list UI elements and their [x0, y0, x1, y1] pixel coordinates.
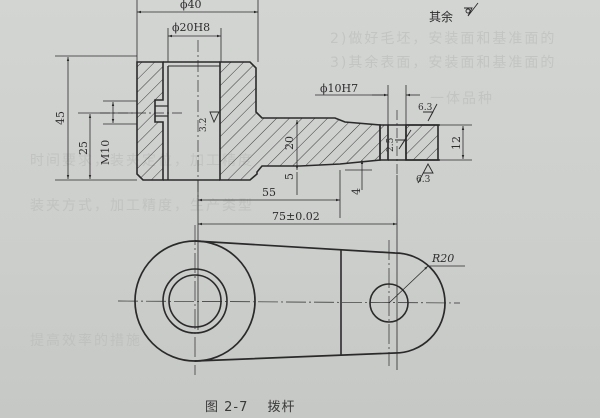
bleed-text-line: 3)其余表面，安装面和基准面的 — [330, 55, 557, 71]
plan-view — [117, 225, 465, 375]
figure-title: 拨杆 — [267, 400, 296, 415]
dim-total-height: 45 — [54, 111, 67, 125]
dim-step: 4 — [350, 188, 363, 195]
dim-thread-height: 25 — [77, 141, 90, 155]
surface-note-label: 其余 — [429, 10, 454, 24]
bleed-text-line: 装夹方式，加工精度，生产类型 — [30, 198, 254, 214]
dim-center-distance: 75±0.02 — [272, 210, 320, 223]
roughness-symbols — [209, 2, 479, 184]
figure-caption: 图 2-7 拨杆 — [205, 396, 310, 415]
dim-small-hole: ϕ10H7 — [320, 82, 358, 95]
surface-note: 其余 — [429, 8, 453, 25]
dim-thread: M10 — [99, 140, 112, 165]
dim-end-thickness: 12 — [450, 136, 463, 150]
roughness-small-hole: 2.5 — [386, 137, 396, 152]
dim-bore-offset: 55 — [262, 186, 276, 199]
roughness-end-bottom: 6.3 — [416, 175, 431, 185]
dim-bore-diameter: ϕ20H8 — [172, 21, 210, 34]
bleed-text-line: 提高效率的措施 — [30, 333, 142, 349]
figure-number: 图 2-7 — [205, 400, 249, 415]
roughness-end-top: 6.3 — [418, 103, 433, 113]
roughness-bore: 3.2 — [199, 118, 209, 132]
dimension-labels: ϕ40 ϕ20H8 45 25 M10 20 5 ϕ10H7 4 12 55 7… — [54, 0, 463, 265]
dimension-lines — [55, 0, 472, 370]
bleed-text-line: 一体品种 — [430, 91, 494, 107]
dim-outer-diameter: ϕ40 — [180, 0, 202, 11]
dim-end-radius: R20 — [431, 252, 454, 265]
bleed-text-line: 2)做好毛坯，安装面和基准面的 — [330, 31, 557, 47]
dim-arm-thickness: 20 — [283, 136, 296, 150]
section-view — [100, 40, 440, 200]
dim-arm-offset: 5 — [283, 173, 296, 180]
